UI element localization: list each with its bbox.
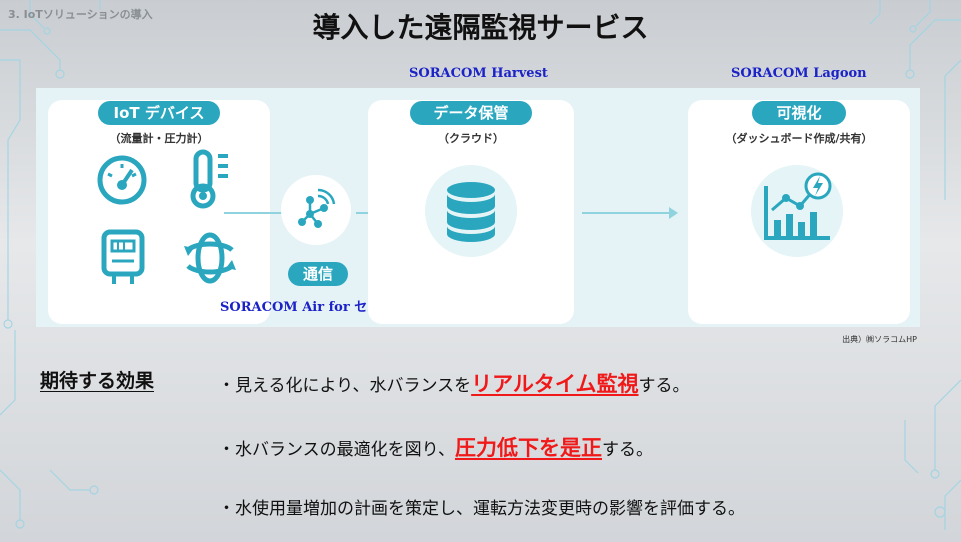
effect-text: ・水バランスの最適化を図り、: [218, 440, 455, 460]
thermometer-icon: [184, 148, 236, 210]
effect-text: ・水使用量増加の計画を策定し、運転方法変更時の影響を評価する。: [218, 499, 745, 519]
arrow-storage-visual: [582, 207, 678, 219]
effect-text: する。: [601, 440, 653, 460]
rotation-icon: [180, 230, 240, 286]
storage-label: データ保管: [410, 101, 532, 125]
effects-label: 期待する効果: [40, 370, 155, 392]
effect-item: ・水バランスの最適化を図り、圧力低下を是正する。: [218, 432, 653, 462]
product-lagoon: SORACOM Lagoon: [731, 66, 867, 81]
page-title: 導入した遠隔監視サービス: [312, 11, 649, 44]
speedometer-icon: [94, 152, 150, 208]
visual-sub: （ダッシュボード作成/共有）: [725, 132, 873, 145]
network-label: 通信: [288, 262, 348, 286]
meter-icon: [100, 228, 150, 288]
effect-item: ・見える化により、水バランスをリアルタイム監視する。: [218, 368, 690, 398]
visual-card: 可視化 （ダッシュボード作成/共有）: [688, 100, 910, 324]
effect-highlight: 圧力低下を是正: [454, 436, 602, 460]
diagram-panel: IoT デバイス （流量計・圧力計） 通信 SORACOM Air for セル…: [36, 88, 920, 327]
effect-text: する。: [638, 376, 690, 396]
wireless-icon: [280, 174, 352, 246]
device-sub: （流量計・圧力計）: [109, 132, 209, 145]
effect-highlight: リアルタイム監視: [471, 372, 639, 396]
effect-text: ・見える化により、水バランスを: [218, 376, 472, 396]
chart-icon: [750, 164, 844, 258]
visual-label: 可視化: [752, 101, 846, 125]
source-note: 出典）㈱ソラコムHP: [842, 335, 917, 344]
product-harvest: SORACOM Harvest: [409, 66, 548, 81]
database-icon: [424, 164, 518, 258]
device-label: IoT デバイス: [98, 101, 220, 125]
product-air: SORACOM Air for セルラー: [220, 300, 407, 315]
storage-card: データ保管 （クラウド）: [368, 100, 574, 324]
storage-sub: （クラウド）: [438, 132, 504, 145]
breadcrumb: 3. IoTソリューションの導入: [8, 8, 153, 21]
effect-item: ・水使用量増加の計画を策定し、運転方法変更時の影響を評価する。: [218, 494, 745, 519]
